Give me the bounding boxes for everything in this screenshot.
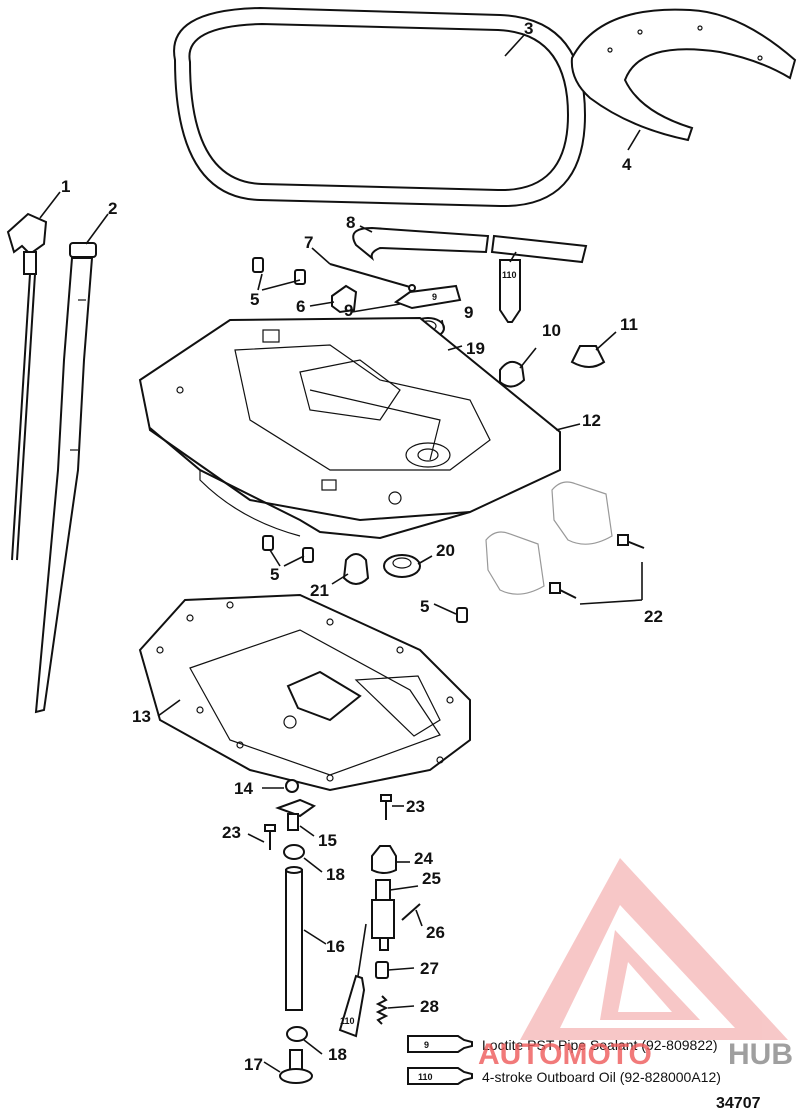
cap <box>371 845 397 874</box>
rod <box>329 263 416 292</box>
sleeves-mid <box>262 535 468 623</box>
fitting <box>331 284 358 314</box>
oil-tube-lower-code: 110 <box>340 1016 355 1026</box>
sealant-tube-top: 9 <box>393 284 462 310</box>
bushing-10 <box>499 360 526 388</box>
label-16: 16 <box>326 937 345 956</box>
oil-tube-lower: 110 <box>338 974 366 1038</box>
part-labels: 1 2 3 4 5 6 7 8 9 10 11 12 13 14 15 16 1… <box>61 19 663 1074</box>
label-5-right: 5 <box>420 597 429 616</box>
label-24: 24 <box>414 849 433 868</box>
label-19: 19 <box>466 339 485 358</box>
label-12: 12 <box>582 411 601 430</box>
seal-11 <box>570 345 606 368</box>
label-20: 20 <box>436 541 455 560</box>
bracket <box>275 798 317 831</box>
label-1: 1 <box>61 177 70 196</box>
gasket <box>138 593 471 792</box>
label-6: 6 <box>296 297 305 316</box>
label-27: 27 <box>420 959 439 978</box>
clamp-upper <box>283 844 305 860</box>
watermark-brand-right: HUB <box>728 1038 793 1071</box>
sleeves-top <box>252 257 306 285</box>
label-26: 26 <box>426 923 445 942</box>
label-4: 4 <box>622 155 632 174</box>
sealant-tube-top-code: 9 <box>432 292 437 302</box>
dipstick <box>6 212 48 561</box>
label-23: 23 <box>406 797 425 816</box>
label-18-lower: 18 <box>328 1045 347 1064</box>
seal-20 <box>383 554 421 578</box>
legend-sealant-code: 9 <box>424 1040 429 1050</box>
label-22: 22 <box>644 607 663 626</box>
spring <box>375 995 389 1025</box>
hood-seal <box>173 6 587 208</box>
label-23-lower: 23 <box>222 823 241 842</box>
adapter-plate <box>138 316 561 540</box>
pin <box>401 903 421 921</box>
label-13: 13 <box>132 707 151 726</box>
legend-oil-text: 4-stroke Outboard Oil (92-828000A12) <box>482 1069 721 1085</box>
label-25: 25 <box>422 869 441 888</box>
label-5: 5 <box>250 290 259 309</box>
oil-tube-top-code: 110 <box>502 270 517 280</box>
label-21: 21 <box>310 581 329 600</box>
legend-oil-tube-icon: 110 <box>407 1067 473 1085</box>
label-18: 18 <box>326 865 345 884</box>
hose <box>352 226 588 264</box>
figure-number: 34707 <box>716 1095 761 1112</box>
fitting-17 <box>279 1049 313 1084</box>
sleeve-27 <box>375 961 389 979</box>
tube <box>285 866 303 1011</box>
legend-sealant-text: Loctite PST Pipe Sealant (92-809822) <box>482 1037 718 1053</box>
label-14: 14 <box>234 779 253 798</box>
oil-tube-top: 110 <box>499 259 521 323</box>
bushing-21 <box>342 553 370 585</box>
dipstick-tube <box>34 242 97 714</box>
covers-22 <box>485 481 645 599</box>
label-28: 28 <box>420 997 439 1016</box>
legend: 9 Loctite PST Pipe Sealant (92-809822) 1… <box>407 1035 721 1085</box>
label-9: 9 <box>464 303 473 322</box>
screw-upper <box>380 794 392 820</box>
legend-oil-code: 110 <box>418 1072 433 1082</box>
valve-body <box>371 879 395 951</box>
label-11: 11 <box>620 315 638 334</box>
label-17: 17 <box>244 1055 263 1074</box>
watermark-text: AUTOMOTO HUB <box>478 1038 793 1071</box>
label-5-mid: 5 <box>270 565 279 584</box>
label-10: 10 <box>542 321 561 340</box>
label-3: 3 <box>524 19 533 38</box>
legend-sealant-tube-icon: 9 <box>407 1035 473 1053</box>
label-15: 15 <box>318 831 337 850</box>
label-7: 7 <box>304 233 313 252</box>
clamp-lower <box>286 1026 308 1042</box>
screw-lower <box>264 824 276 850</box>
gasket-strip <box>570 8 797 142</box>
label-2: 2 <box>108 199 117 218</box>
o-ring <box>285 779 299 793</box>
leader-lines <box>39 33 643 1073</box>
label-9-tube: 9 <box>344 301 353 320</box>
label-8: 8 <box>346 213 355 232</box>
watermark-brand-left: AUTOMOTO <box>478 1038 652 1071</box>
watermark-logo <box>520 858 788 1040</box>
